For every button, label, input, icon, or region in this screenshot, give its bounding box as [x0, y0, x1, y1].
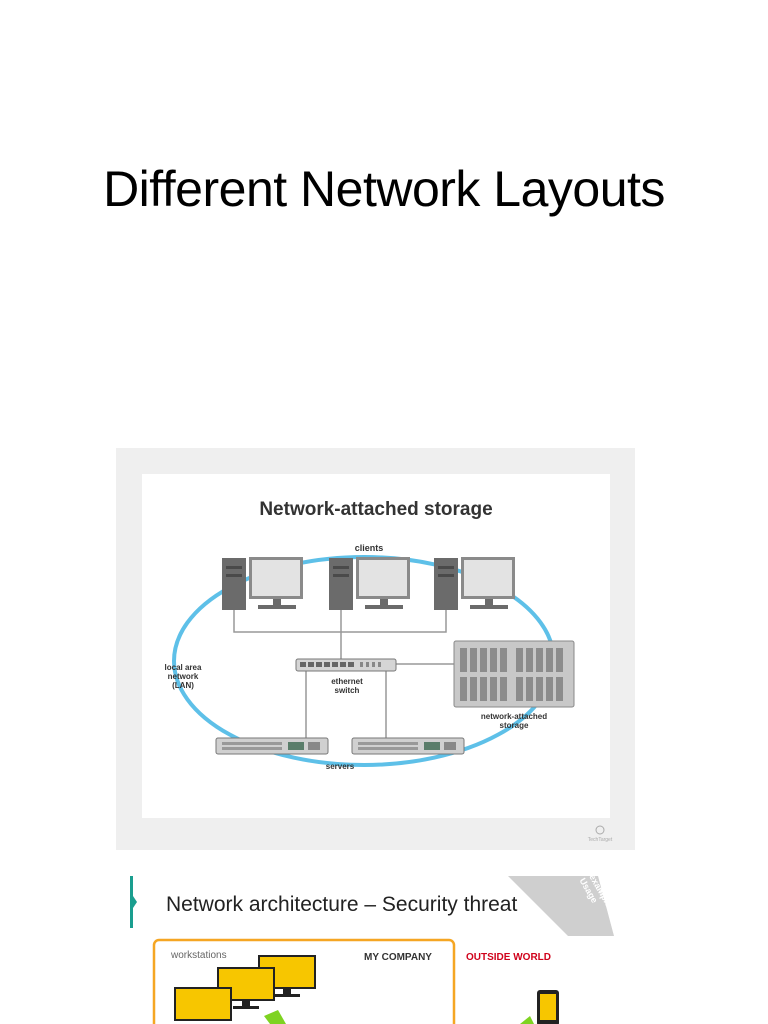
company-box: [152, 938, 456, 1024]
server-icon: [351, 737, 465, 755]
nas-diagram-image: Network-attached storage: [116, 448, 635, 850]
clients-label: clients: [355, 543, 384, 553]
switch-label-line1: ethernet: [331, 677, 363, 686]
lan-label-line2: network: [168, 672, 199, 681]
nas-diagram-title: Network-attached storage: [259, 499, 492, 520]
servers-label: servers: [326, 762, 355, 771]
security-diagram-image: Network architecture – Security threat U…: [128, 870, 628, 1024]
outside-world-label: OUTSIDE WORLD: [466, 952, 551, 963]
network-cables: [233, 608, 456, 738]
nas-storage-icon: [453, 640, 575, 708]
flow-arrow-icon: [264, 1010, 286, 1024]
accent-arrow-icon: [133, 896, 137, 908]
watermark-label: TechTarget: [588, 837, 613, 843]
outside-arrow-icon: [520, 1016, 534, 1024]
client-computer-icon: [434, 557, 515, 610]
workstation-monitor-icon: [174, 987, 232, 1021]
switch-label-line2: switch: [335, 686, 360, 695]
accent-bar: [130, 876, 133, 928]
company-label: MY COMPANY: [364, 952, 432, 963]
security-diagram-title: Network architecture – Security threat: [166, 893, 517, 916]
server-icon: [215, 737, 329, 755]
phone-icon: [537, 990, 559, 1024]
slide-title: Different Network Layouts: [103, 161, 665, 217]
nas-label-line1: network-attached: [481, 712, 547, 721]
nas-label-line2: storage: [500, 721, 529, 730]
workstations-label: workstations: [170, 950, 227, 961]
lan-label-line1: local area: [165, 663, 202, 672]
techtarget-logo-icon: TechTarget: [588, 825, 613, 843]
client-computer-icon: [329, 557, 410, 610]
client-computer-icon: [222, 557, 303, 610]
lan-label-line3: (LAN): [172, 681, 194, 690]
ethernet-switch-icon: [295, 658, 397, 672]
usage-example-badge: Usage example fully editable: [508, 872, 618, 936]
